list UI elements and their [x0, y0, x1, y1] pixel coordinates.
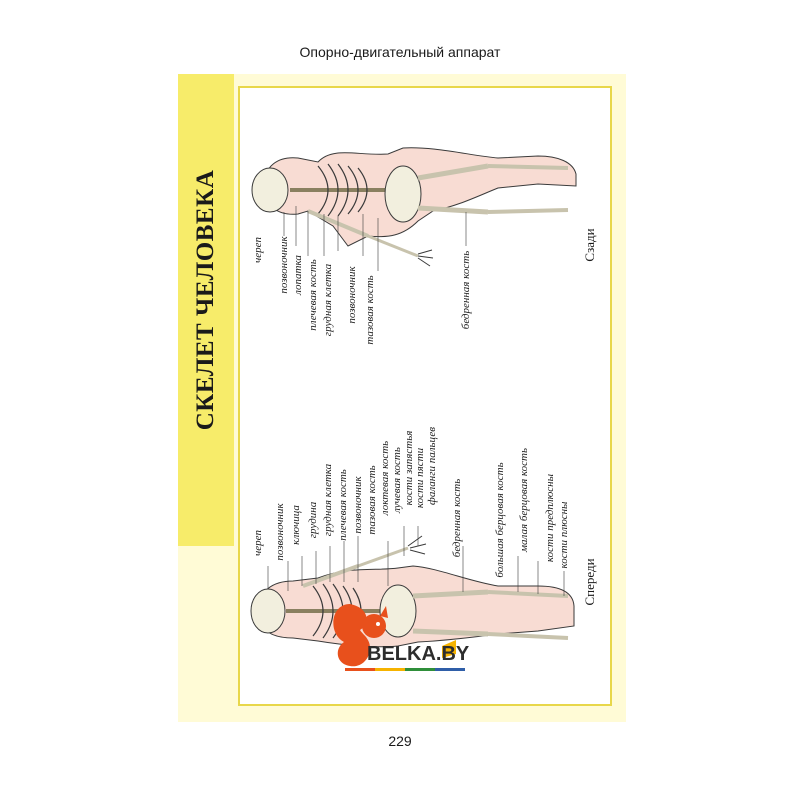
front-label-grudina: грудина — [307, 501, 319, 539]
back-label-pozvonochnik-1: позвоночник — [278, 236, 290, 294]
section-title: Скелет человека — [192, 169, 219, 431]
back-label-bedrennaya-kost: бедренная кость — [460, 250, 472, 330]
back-label-lopatka: лопатка — [292, 255, 304, 295]
back-label-plechevaya-kost: плечевая кость — [307, 259, 319, 331]
belka-squirrel-logo — [333, 604, 456, 667]
back-label-tazovaya-kost: тазовая кость — [364, 275, 376, 345]
front-label-klyuchitsa: ключица — [290, 505, 302, 545]
front-label-pozvonochnik-1: позвоночник — [274, 503, 286, 561]
front-label-bedrennaya-kost: бедренная кость — [451, 478, 463, 558]
front-label-cherep: череп — [252, 529, 264, 557]
front-label-plechevaya-kost: плечевая кость — [337, 469, 349, 541]
front-label-kosti-plyusny: кости плюсны — [558, 501, 570, 569]
back-label-grudnaya-kletka: грудная клетка — [322, 263, 334, 337]
belka-logo-text: BELKA.BY — [367, 643, 470, 665]
front-label-kosti-pyasti: кости пясти — [414, 447, 426, 509]
front-view-caption: Спереди — [582, 558, 597, 606]
front-label-malaya-bertsovaya-kost: малая берцовая кость — [518, 448, 530, 552]
title-band — [178, 74, 234, 546]
back-label-pozvonochnik-2: позвоночник — [346, 266, 358, 324]
running-header: Опорно-двигательный аппарат — [299, 44, 501, 60]
front-label-bolshaya-bertsovaya-kost: большая берцовая кость — [494, 462, 506, 578]
front-label-kosti-predplyusny: кости предплюсны — [544, 473, 556, 563]
front-label-grudnaya-kletka: грудная клетка — [322, 463, 334, 537]
back-label-cherep: череп — [252, 236, 264, 264]
front-label-tazovaya-kost: тазовая кость — [366, 465, 378, 535]
front-label-luchevaya-kost: лучевая кость — [391, 447, 403, 513]
back-view-figure — [251, 147, 577, 271]
front-label-pozvonochnik-2: позвоночник — [352, 476, 364, 534]
front-label-loktevaya-kost: локтевая кость — [379, 440, 391, 516]
back-view-caption: Сзади — [582, 228, 597, 262]
page-number: 229 — [388, 733, 412, 749]
logo-color-stripe — [345, 668, 465, 671]
front-label-falangi-paltsev: фаланги пальцев — [426, 427, 438, 505]
